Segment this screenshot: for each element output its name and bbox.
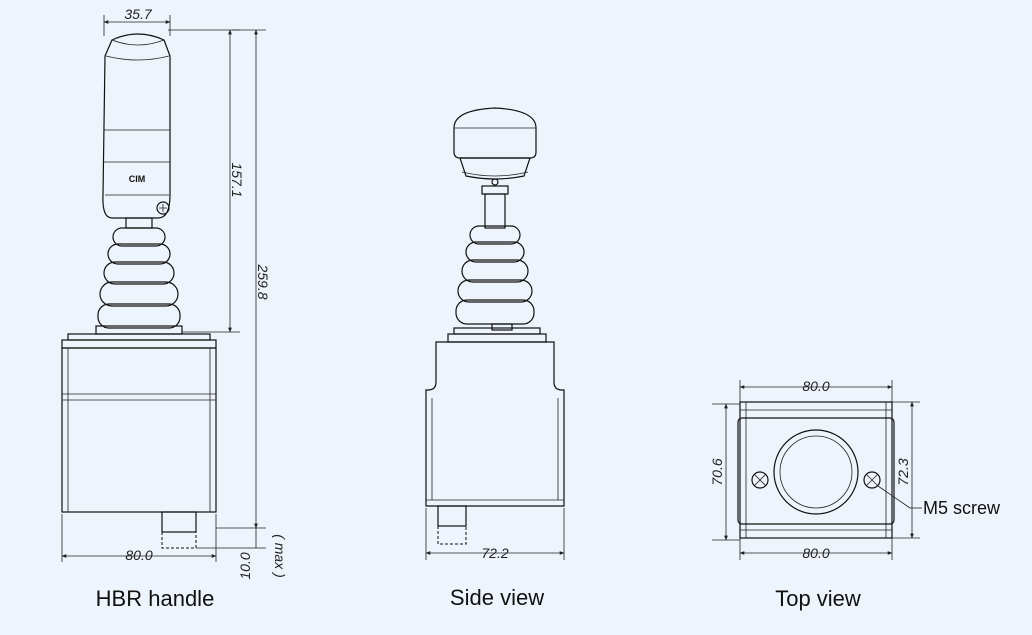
top-dimension-top-width: 80.0 <box>739 378 893 402</box>
mushroom-knob <box>453 107 537 186</box>
svg-text:80.0: 80.0 <box>125 547 152 563</box>
top-dimension-bottom-width: 80.0 <box>739 538 893 561</box>
dimension-total-height: 259.8 <box>216 29 271 529</box>
screw-label: M5 screw <box>923 498 1001 518</box>
caption-side-view: Side view <box>450 585 544 610</box>
top-knob-circle <box>773 429 859 515</box>
screw-left-icon <box>751 471 769 489</box>
side-bellows <box>455 225 535 325</box>
svg-text:72.2: 72.2 <box>481 545 508 561</box>
screw-right-icon <box>863 471 881 489</box>
grip-handle: CIM <box>102 33 171 219</box>
svg-text:( max ): ( max ) <box>272 534 288 578</box>
caption-top-view: Top view <box>775 586 861 611</box>
grip-logo: CIM <box>129 174 146 184</box>
svg-text:70.6: 70.6 <box>709 458 725 485</box>
svg-text:80.0: 80.0 <box>802 378 829 394</box>
dimension-base-width: 80.0 <box>61 514 217 563</box>
dimension-top-width: 35.7 <box>103 6 171 36</box>
dimension-shaft: 10.0 ( max ) <box>196 528 288 580</box>
front-view: CIM 35.7 <box>61 6 288 611</box>
svg-text:80.0: 80.0 <box>802 545 829 561</box>
side-dimension-base-width: 72.2 <box>425 508 565 561</box>
svg-text:10.0: 10.0 <box>237 552 253 579</box>
grip-screw-icon <box>156 201 170 215</box>
dimension-grip-height: 157.1 <box>168 29 245 333</box>
svg-text:72.3: 72.3 <box>895 458 911 485</box>
svg-text:157.1: 157.1 <box>229 162 245 197</box>
caption-hbr-handle: HBR handle <box>96 586 215 611</box>
top-dimension-left-height: 70.6 <box>709 403 740 541</box>
top-view: 80.0 80.0 70.6 72.3 M5 screw Top view <box>709 378 1001 611</box>
bellows <box>95 227 183 335</box>
housing-body <box>61 347 217 513</box>
side-view: 72.2 Side view <box>425 107 565 610</box>
svg-text:35.7: 35.7 <box>124 6 152 22</box>
svg-text:259.8: 259.8 <box>255 263 271 299</box>
top-dimension-right-height: 72.3 <box>892 401 920 539</box>
